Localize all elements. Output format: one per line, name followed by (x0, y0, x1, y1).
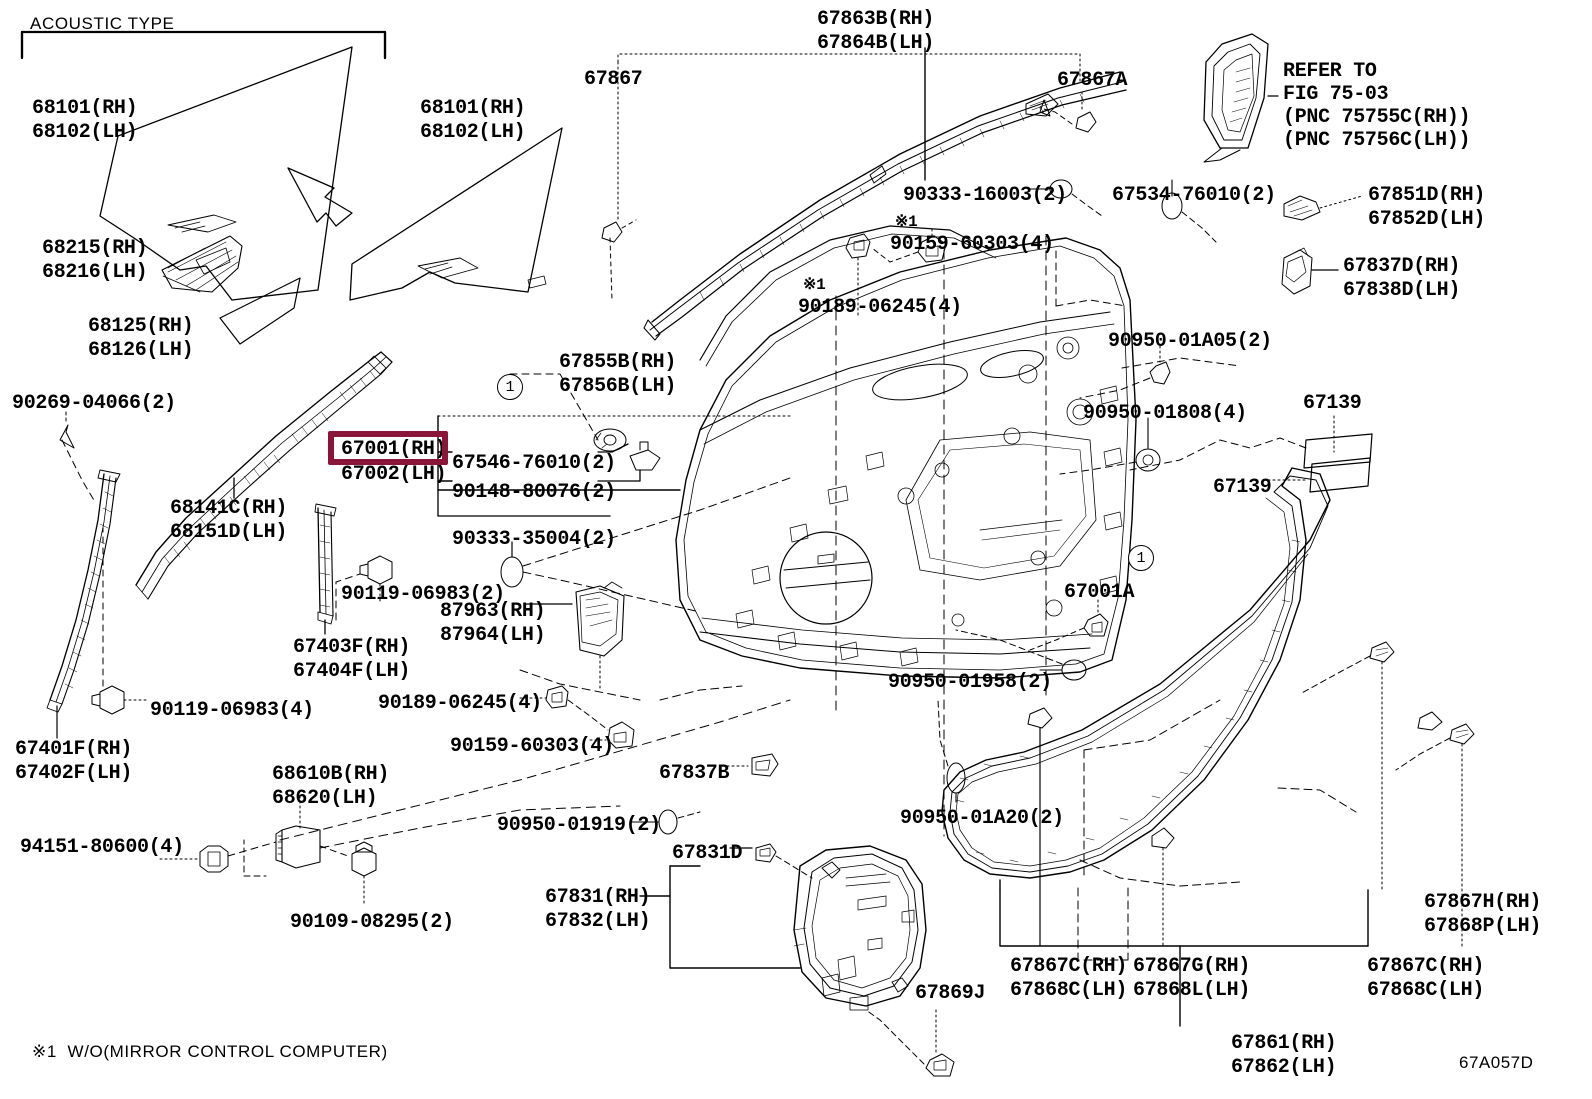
glass-front-door-1: 68101(RH) 68102(LH) (32, 97, 138, 144)
refer-line-1: REFER TO (1283, 60, 1377, 83)
switch-67855B: 67855B(RH) 67856B(LH) (559, 351, 677, 398)
refer-line-4: (PNC 75756C(LH)) (1283, 129, 1471, 152)
service-hole-cover-67831D: 67831D (672, 842, 743, 865)
plug-90950-01A05: 90950-01A05(2) (1108, 330, 1272, 353)
bolt-67534-76010: 67534-76010(2) (1112, 184, 1276, 207)
clip-67867H: 67867H(RH) 67868P(LH) (1424, 891, 1542, 938)
callout-marker-1: 1 (1128, 545, 1154, 571)
channel-67867: 67867 (584, 68, 643, 91)
clip-90189-06245-4b: 90189-06245(4) (798, 296, 962, 319)
bolt-90119-06983-2: 90119-06983(2) (341, 583, 505, 606)
clip-90269-04066: 90269-04066(2) (12, 392, 176, 415)
clip-67837B: 67837B (659, 762, 730, 785)
footnote-mirror-control: ※1 W/O(MIRROR CONTROL COMPUTER) (32, 1042, 388, 1061)
bolt-90148-80076: 90148-80076(2) (452, 481, 616, 504)
bolt-90109-08295: 90109-08295(2) (290, 911, 454, 934)
protector-67139-b: 67139 (1213, 476, 1272, 499)
section-header: ACOUSTIC TYPE (30, 14, 175, 33)
plug-90333-16003: 90333-16003(2) (903, 184, 1067, 207)
bracket-87963: 87963(RH) 87964(LH) (440, 600, 546, 647)
protector-67139-a: 67139 (1303, 392, 1362, 415)
belt-molding-67863B: 67863B(RH) 67864B(LH) (817, 8, 935, 55)
plug-67001A: 67001A (1064, 581, 1135, 604)
refer-to-note: REFER TO FIG 75-03 (PNC 75755C(RH)) (PNC… (1283, 60, 1471, 152)
callout-marker-1: 1 (497, 374, 523, 400)
weatherstrip-68141C: 68141C(RH) 68151D(LH) (170, 497, 288, 544)
nut-94151-80600: 94151-80600(4) (20, 836, 184, 859)
clip-67869J: 67869J (915, 982, 986, 1005)
door-check-68610B: 68610B(RH) 68620(LH) (272, 763, 390, 810)
bolt-90119-06983-4: 90119-06983(4) (150, 699, 314, 722)
clip-67867C-left: 67867C(RH) 67868C(LH) (1010, 955, 1128, 1002)
regulator-sub-assy: 68215(RH) 68216(LH) (42, 237, 148, 284)
plug-90950-01808: 90950-01808(4) (1083, 402, 1247, 425)
plug-90950-01919: 90950-01919(2) (497, 814, 661, 837)
figure-id: 67A057D (1459, 1053, 1534, 1072)
clip-67837D: 67837D(RH) 67838D(LH) (1343, 255, 1461, 302)
screw-90159-60303-4: 90159-60303(4) (450, 735, 614, 758)
quarter-glass: 68125(RH) 68126(LH) (88, 315, 194, 362)
weatherstrip-67861: 67861(RH) 67862(LH) (1231, 1032, 1337, 1079)
retainer-67851D: 67851D(RH) 67852D(LH) (1368, 184, 1486, 231)
refer-line-2: FIG 75-03 (1283, 83, 1389, 106)
plug-90950-01958: 90950-01958(2) (888, 671, 1052, 694)
clip-90189-06245-4: 90189-06245(4) (378, 692, 542, 715)
mark-note-1b: ※1 (803, 276, 826, 294)
mark-note-1a: ※1 (895, 213, 918, 231)
part-67001-highlighted: 67001(RH) (341, 438, 447, 461)
highlight-box-67001 (328, 431, 448, 465)
screw-90159-60303-4b: 90159-60303(4) (890, 233, 1054, 256)
plug-90333-35004: 90333-35004(2) (452, 528, 616, 551)
clip-67867G: 67867G(RH) 67868L(LH) (1133, 955, 1251, 1002)
division-bar-67401F: 67401F(RH) 67402F(LH) (15, 738, 133, 785)
clip-67867C-right: 67867C(RH) 67868C(LH) (1367, 955, 1485, 1002)
sash-67403F: 67403F(RH) 67404F(LH) (293, 636, 411, 683)
refer-line-3: (PNC 75755C(RH)) (1283, 106, 1471, 129)
glass-front-door-2: 68101(RH) 68102(LH) (420, 97, 526, 144)
service-hole-cover-67831: 67831(RH) 67832(LH) (545, 886, 651, 933)
plug-90950-01A20: 90950-01A20(2) (900, 807, 1064, 830)
clip-67867A: 67867A (1057, 69, 1128, 92)
hinge-67546-76010: 67546-76010(2) (452, 452, 616, 475)
part-67002: 67002(LH) (341, 463, 447, 486)
